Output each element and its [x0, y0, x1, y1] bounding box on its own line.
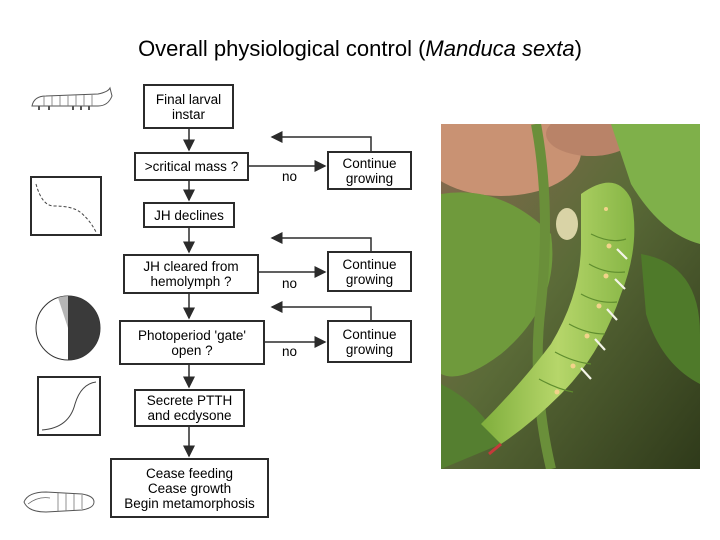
title-prefix: Overall physiological control ( — [138, 36, 426, 61]
no-label-2: no — [282, 276, 298, 291]
caterpillar-photo — [441, 124, 700, 469]
title-suffix: ) — [574, 36, 582, 61]
no-label-3: no — [282, 344, 298, 359]
step-critical-mass: >critical mass ? — [134, 152, 249, 181]
pupa-icon — [23, 491, 95, 513]
no-label-1: no — [282, 169, 298, 184]
loop-line-2 — [282, 237, 372, 251]
step-jh-declines: JH declines — [143, 202, 235, 228]
step-cease-feeding: Cease feeding Cease growth Begin metamor… — [110, 458, 269, 518]
continue-growing-1: Continue growing — [327, 151, 412, 190]
step-secrete-ptth: Secrete PTTH and ecdysone — [134, 389, 245, 427]
caterpillar-illustration — [441, 124, 700, 469]
step-final-larval-instar: Final larval instar — [143, 84, 234, 129]
pie-chart-icon — [35, 295, 101, 361]
continue-growing-2: Continue growing — [327, 251, 412, 292]
sigmoid-curve-icon — [37, 376, 101, 436]
title-species: Manduca sexta — [425, 36, 575, 61]
loop-line-3 — [282, 306, 372, 320]
loop-line-1 — [282, 136, 372, 151]
continue-growing-3: Continue growing — [327, 320, 412, 363]
step-photoperiod-gate: Photoperiod 'gate' open ? — [119, 320, 265, 365]
step-jh-cleared: JH cleared from hemolymph ? — [123, 254, 259, 294]
declining-curve-icon — [30, 176, 102, 236]
slide-title: Overall physiological control (Manduca s… — [0, 36, 720, 62]
larva-icon — [31, 86, 113, 110]
